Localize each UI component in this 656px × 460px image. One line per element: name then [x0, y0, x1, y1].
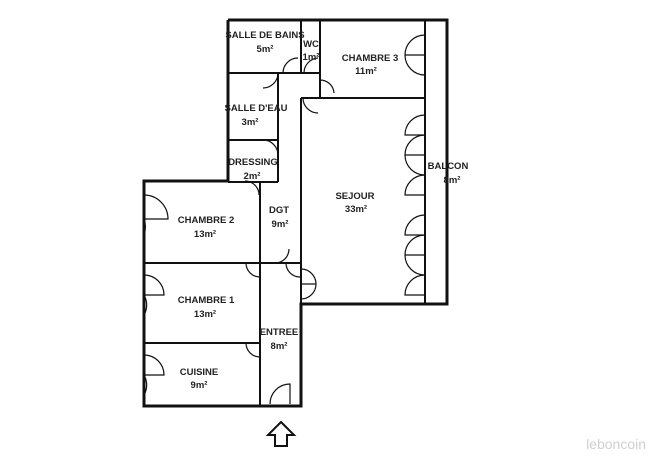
room-name: DGT [269, 205, 289, 216]
room-chambre-2: CHAMBRE 2 13m² [178, 215, 234, 240]
room-area: 3m² [242, 117, 259, 128]
room-name: DRESSING [228, 157, 278, 168]
room-name: CUISINE [180, 367, 219, 378]
room-salle-deau: SALLE D'EAU 3m² [225, 103, 288, 128]
door-arc [404, 114, 426, 136]
room-area: 13m² [194, 229, 216, 240]
door-arc [143, 218, 146, 236]
room-area: 33m² [345, 204, 367, 215]
room-wc: WC 1m² [303, 39, 320, 63]
door-arc [404, 234, 426, 276]
door-arc [143, 194, 169, 220]
room-name: CHAMBRE 1 [178, 295, 235, 306]
room-name: SALLE D'EAU [225, 103, 288, 114]
door-arc [404, 274, 426, 296]
watermark: leboncoin [586, 436, 646, 452]
room-chambre-3: CHAMBRE 3 11m² [342, 53, 398, 77]
room-area: 8m² [444, 175, 461, 186]
door-arc [143, 374, 148, 396]
room-area: 2m² [244, 171, 261, 182]
door-arc [143, 354, 165, 376]
room-area: 13m² [194, 309, 216, 320]
room-area: 1m² [303, 52, 320, 63]
room-area: 11m² [355, 66, 377, 77]
room-name: WC [303, 39, 319, 50]
room-area: 8m² [271, 341, 288, 352]
door-arc [269, 383, 291, 405]
up-arrow-icon [265, 420, 297, 447]
door-arc [404, 134, 426, 176]
door-arc [319, 79, 335, 94]
room-name: CHAMBRE 3 [342, 53, 398, 64]
door-arc [244, 180, 260, 196]
room-chambre-1: CHAMBRE 1 13m² [178, 295, 235, 320]
room-dgt: DGT 9m² [269, 205, 289, 230]
room-cuisine: CUISINE 9m² [180, 367, 219, 391]
door-arc [245, 342, 261, 358]
room-salle-de-bains: SALLE DE BAINS 5m² [225, 30, 304, 55]
door-arc [285, 262, 301, 278]
door-arc [404, 34, 426, 76]
room-area: 9m² [191, 380, 208, 391]
door-arc [274, 248, 290, 264]
room-name: CHAMBRE 2 [178, 215, 234, 226]
door-arc [262, 72, 279, 89]
door-arc [245, 262, 261, 278]
door-arc [404, 214, 426, 236]
room-balcon: BALCON 8m² [428, 161, 469, 186]
door-arc [143, 274, 165, 296]
room-area: 9m² [272, 219, 289, 230]
walls [142, 18, 449, 408]
room-dressing: DRESSING 2m² [228, 157, 278, 182]
room-name: BALCON [428, 161, 469, 172]
room-name: SALLE DE BAINS [225, 30, 304, 41]
door-arc [282, 57, 299, 74]
door-arc [262, 139, 279, 156]
room-entree: ENTREE 8m² [260, 327, 299, 352]
door-arc [300, 268, 317, 300]
door-arc [302, 97, 319, 114]
room-sejour: SEJOUR 33m² [335, 191, 374, 215]
room-area: 5m² [257, 44, 274, 55]
door-arc [143, 294, 148, 316]
door-arc [303, 57, 319, 74]
room-name: ENTREE [260, 327, 299, 338]
room-name: SEJOUR [335, 191, 374, 202]
door-arc [404, 174, 426, 196]
